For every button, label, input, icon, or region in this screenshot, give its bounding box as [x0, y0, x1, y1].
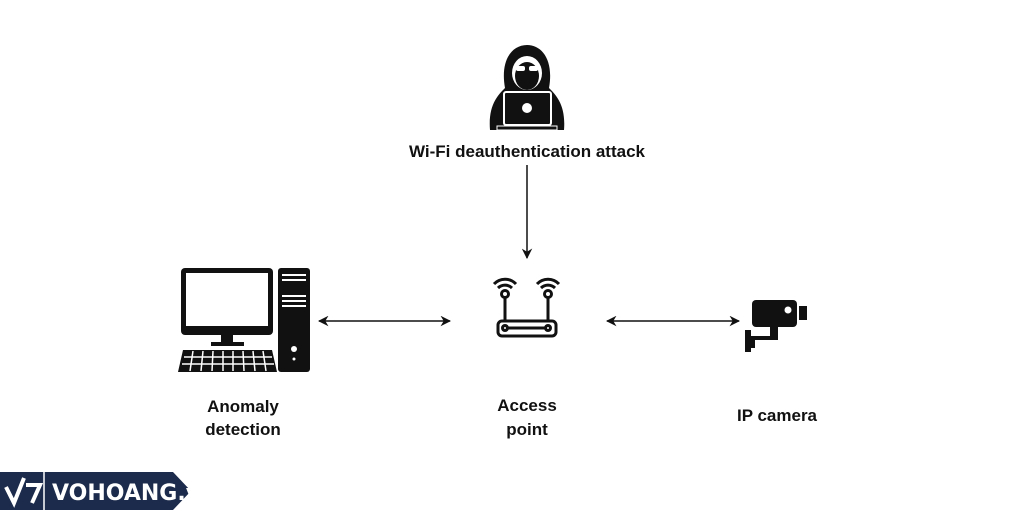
camera-label: IP camera: [737, 406, 818, 425]
attacker-label: Wi-Fi deauthentication attack: [409, 142, 646, 161]
logo-text: VOHOANG.vn: [52, 481, 216, 506]
security-camera-icon: [745, 300, 807, 352]
ap-label-line1: Access: [497, 396, 557, 415]
hacker-icon: [489, 45, 565, 131]
computer-label-line2: detection: [205, 420, 281, 439]
ap-label-line2: point: [506, 420, 548, 439]
desktop-computer-icon: [178, 268, 310, 372]
router-icon: [492, 277, 561, 338]
vohoang-logo: VOHOANG.vn: [0, 472, 216, 510]
computer-label-line1: Anomaly: [207, 397, 279, 416]
